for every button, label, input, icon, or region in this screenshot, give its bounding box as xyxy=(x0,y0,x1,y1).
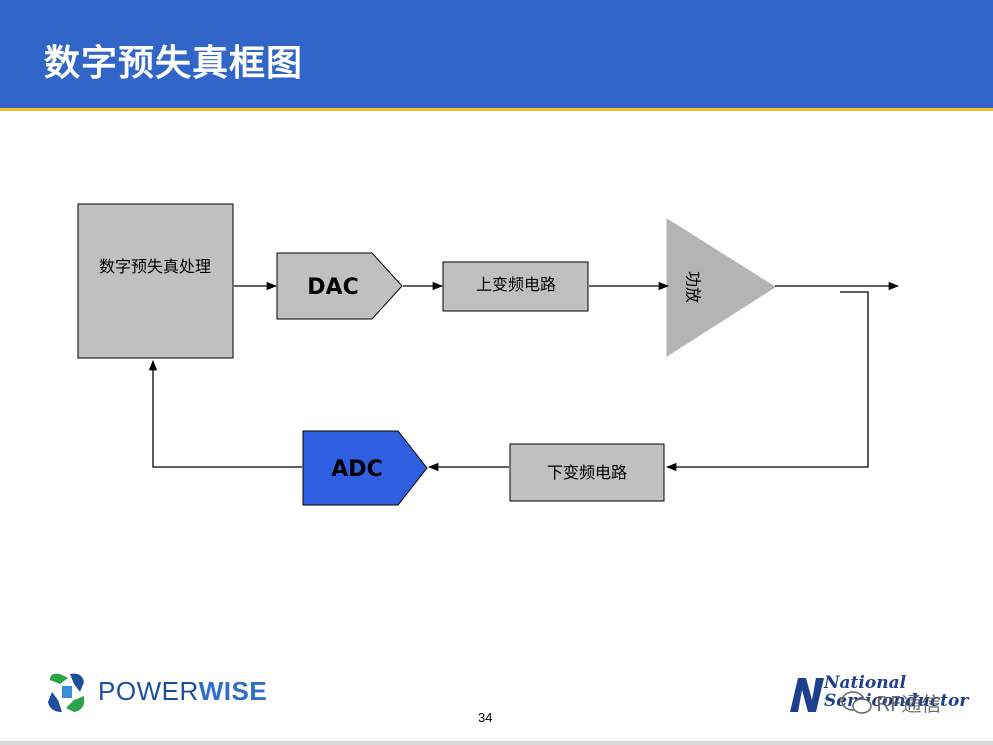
slide-title: 数字预失真框图 xyxy=(44,43,304,84)
watermark-text: RF通信 xyxy=(876,692,942,716)
adc-block: ADC xyxy=(302,430,428,506)
downconverter-block: 下变频电路 xyxy=(509,443,665,502)
dac-label: DAC xyxy=(307,275,358,300)
dpd-block: 数字预失真处理 xyxy=(77,203,234,359)
powerwise-logo-text: POWERWISE xyxy=(98,676,268,706)
wechat-icon xyxy=(841,691,872,714)
bottom-edge xyxy=(0,741,993,745)
arrow-adc-to-dpd xyxy=(148,359,302,468)
title-underline xyxy=(0,108,993,111)
dac-block: DAC xyxy=(276,252,403,320)
dpd-label: 数字预失真处理 xyxy=(99,257,211,276)
powerwise-logo-icon xyxy=(48,673,85,712)
arrow-feedback-to-downconverter xyxy=(665,291,869,472)
upconverter-label: 上变频电路 xyxy=(476,275,556,294)
pa-label: 功放 xyxy=(684,271,703,303)
national-semiconductor-logo-icon xyxy=(790,678,824,712)
downconverter-label: 下变频电路 xyxy=(547,463,627,482)
upconverter-block: 上变频电路 xyxy=(442,261,589,312)
pa-block: 功放 xyxy=(666,218,776,357)
adc-label: ADC xyxy=(331,457,382,482)
title-bar: 数字预失真框图 xyxy=(0,0,993,108)
page-number: 34 xyxy=(478,710,493,725)
